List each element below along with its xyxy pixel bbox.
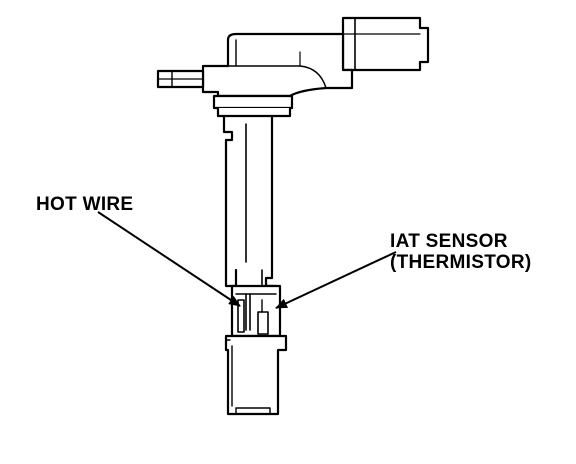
iat-sensor-label-line2: (THERMISTOR) <box>390 252 532 273</box>
iat-thermistor-element <box>257 299 269 335</box>
hot-wire-label: HOT WIRE <box>36 194 134 215</box>
hot-wire-element <box>237 299 245 333</box>
lower-housing <box>224 334 288 416</box>
iat-sensor-label: IAT SENSOR (THERMISTOR) <box>390 231 532 273</box>
hot-wire-leader-arrow <box>97 211 241 307</box>
iat-sensor-label-line1: IAT SENSOR <box>390 231 508 252</box>
mounting-tab <box>156 69 205 89</box>
probe-stem <box>222 114 278 288</box>
collar <box>212 94 294 118</box>
sensor-body <box>201 32 354 98</box>
connector-housing <box>341 16 430 72</box>
iat-sensor-leader-arrow <box>275 251 397 309</box>
